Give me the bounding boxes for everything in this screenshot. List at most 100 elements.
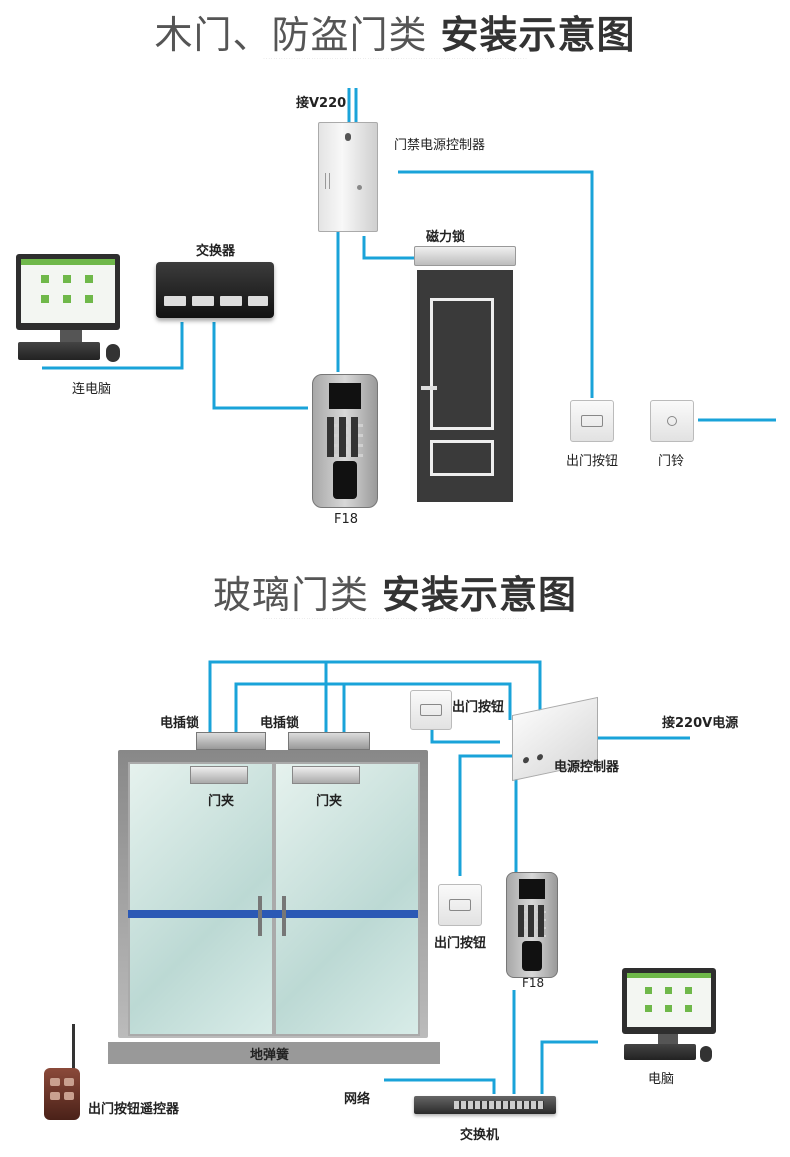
glass-door-band xyxy=(128,910,418,918)
terminal-icon xyxy=(523,756,529,764)
app-tile-icon xyxy=(85,275,93,283)
doorbell-device xyxy=(650,400,694,442)
remote-button-icon xyxy=(64,1078,74,1086)
label-exit-button-mid: 出门按钮 xyxy=(434,936,487,951)
pc-monitor-2 xyxy=(622,968,716,1034)
wire-network xyxy=(384,1078,496,1094)
mouse-icon xyxy=(700,1046,712,1062)
remote-control-device xyxy=(44,1068,80,1120)
power-controller-device xyxy=(318,122,378,232)
section1-title-bold: 安装示意图 xyxy=(440,13,636,57)
fingerprint-sensor-icon xyxy=(333,461,357,499)
port-icon xyxy=(192,296,214,306)
app-tile-icon xyxy=(85,295,93,303)
keypad-icon xyxy=(518,905,546,937)
label-bolt-lock-left: 电插锁 xyxy=(160,716,200,731)
label-clamp-right: 门夹 xyxy=(316,794,343,809)
glass-door-frame xyxy=(118,750,428,1038)
mouse-icon xyxy=(106,344,120,362)
exit-button-mid-device xyxy=(438,884,482,926)
screw-icon xyxy=(345,133,351,141)
vent-icon xyxy=(325,173,330,189)
screen-header-bar xyxy=(627,973,711,978)
keypad-icon xyxy=(327,417,363,457)
door-handle-right-icon xyxy=(282,896,286,936)
key-icon xyxy=(449,899,471,911)
key-icon xyxy=(420,704,442,716)
bell-icon xyxy=(667,416,677,426)
keyboard-icon xyxy=(18,342,100,360)
keyboard-icon xyxy=(624,1044,696,1060)
section1-title: 木门、防盗门类 安装示意图 xyxy=(0,4,790,59)
label-f18: F18 xyxy=(334,512,359,527)
device-screen xyxy=(519,879,545,899)
label-maglock: 磁力锁 xyxy=(426,230,466,245)
wire-outer-loop xyxy=(208,660,542,732)
remote-button-icon xyxy=(50,1092,60,1100)
exit-button-top-device xyxy=(410,690,452,730)
pc-screen xyxy=(21,259,115,323)
terminal-icon xyxy=(537,753,543,761)
glass-panel-left xyxy=(128,762,274,1036)
bolt-lock-left-device xyxy=(196,732,266,750)
door-clamp-right xyxy=(292,766,360,784)
app-tile-icon xyxy=(685,987,692,994)
section1-wiring xyxy=(42,88,776,422)
label-switch: 交换器 xyxy=(196,244,236,259)
exit-button-device xyxy=(570,400,614,442)
door-handle-icon xyxy=(421,386,437,390)
label-power-controller: 电源控制器 xyxy=(554,760,620,775)
app-tile-icon xyxy=(63,295,71,303)
door-panel-bottom xyxy=(430,440,494,476)
pc-screen xyxy=(627,973,711,1027)
door-panel-top xyxy=(430,298,494,430)
section1-title-light: 木门、防盗门类 xyxy=(154,13,428,57)
label-floor-spring: 地弹簧 xyxy=(250,1048,290,1063)
app-tile-icon xyxy=(41,295,49,303)
section1-fine-print: · · · · · · · · · · · · · · · · · · · · … xyxy=(263,56,527,61)
label-clamp-left: 门夹 xyxy=(208,794,235,809)
label-pc-2: 电脑 xyxy=(648,1072,675,1087)
app-tile-icon xyxy=(645,1005,652,1012)
section2-title-bold: 安装示意图 xyxy=(382,573,578,617)
label-doorbell: 门铃 xyxy=(658,454,685,469)
key-icon xyxy=(581,415,603,427)
monitor-stand xyxy=(60,330,82,342)
port-icon xyxy=(248,296,268,306)
label-exit-button: 出门按钮 xyxy=(566,454,619,469)
network-switch-device-2 xyxy=(414,1096,556,1114)
wire-controller-exit xyxy=(398,170,594,398)
section2-title: 玻璃门类 安装示意图 xyxy=(0,564,790,619)
app-tile-icon xyxy=(665,1005,672,1012)
app-tile-icon xyxy=(41,275,49,283)
app-tile-icon xyxy=(645,987,652,994)
bolt-lock-right-device xyxy=(288,732,370,750)
device-screen xyxy=(329,383,361,409)
wire-pc-switch xyxy=(540,1040,598,1094)
app-tile-icon xyxy=(63,275,71,283)
remote-antenna-icon xyxy=(72,1024,75,1072)
network-switch-device xyxy=(156,262,274,318)
label-remote: 出门按钮遥控器 xyxy=(88,1102,180,1117)
port-row-icon xyxy=(454,1101,544,1109)
glass-panel-right xyxy=(274,762,420,1036)
door-clamp-left xyxy=(190,766,248,784)
label-v220: 接V220 xyxy=(296,96,347,111)
screen-header-bar xyxy=(21,259,115,265)
port-icon xyxy=(164,296,186,306)
fingerprint-sensor-icon xyxy=(522,941,542,971)
label-f18-2: F18 xyxy=(522,976,545,990)
wire-inner-loop xyxy=(234,682,512,732)
door-handle-left-icon xyxy=(258,896,262,936)
wire-exit-top xyxy=(430,724,500,744)
wire-controller-maglock xyxy=(362,236,418,260)
wire-switch-reader xyxy=(212,322,308,410)
pc-monitor xyxy=(16,254,120,330)
label-bolt-lock-right: 电插锁 xyxy=(260,716,300,731)
f18-device-2 xyxy=(506,872,558,978)
remote-button-icon xyxy=(64,1092,74,1100)
label-power-220: 接220V电源 xyxy=(662,716,739,731)
label-pc: 连电脑 xyxy=(72,382,112,397)
label-controller: 门禁电源控制器 xyxy=(394,138,486,153)
